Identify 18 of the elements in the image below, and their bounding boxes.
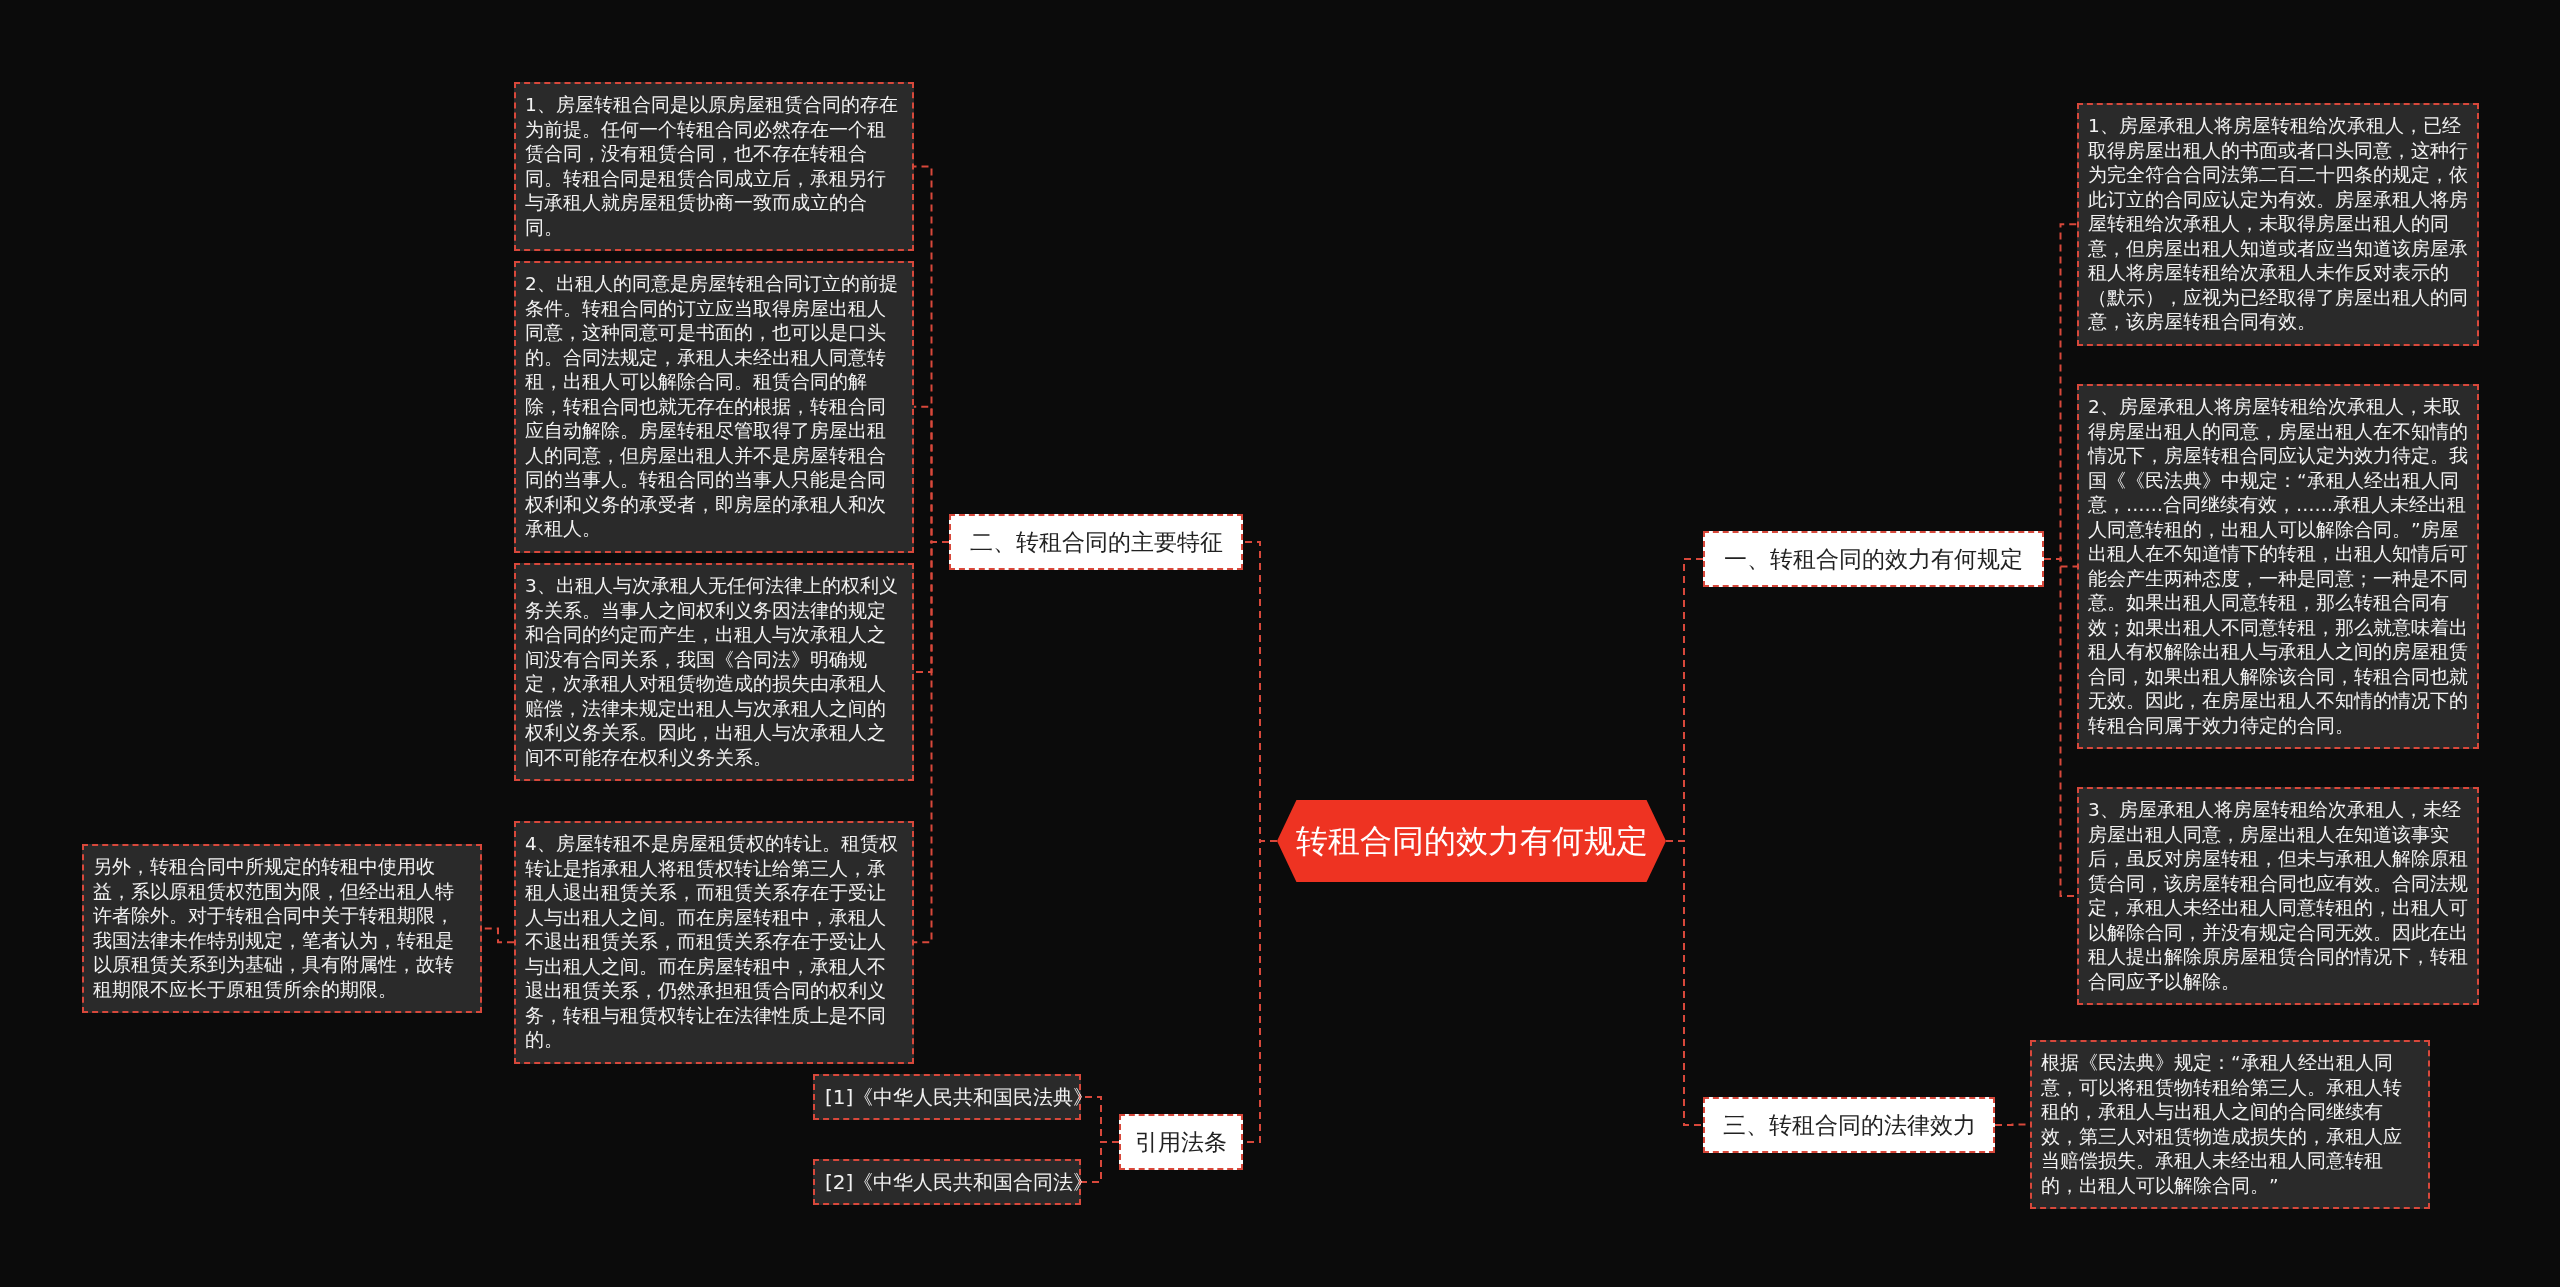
text-card: 2、房屋承租人将房屋转租给次承租人，未取得房屋出租人的同意，房屋出租人在不知情的情况下，房屋转租合同应认定为效力待定。我国《《民法典》中规定：“承租人经出租人同意，……合同继续有效，……承租人未经出租人同意转租的，出租人可以解除合同。”房屋出租人在不知道情下的转租，出租人知情后可能会产生两种态度，一种是同意；一种是不同意。如果出租人同意转租，那么转租合同有效；如果出租人不同意转租，那么就意味着出租人有权解除出租人与承租人之间的房屋租赁合同，如果出租人解除该合同，转租合同也就无效。因此，在房屋出租人不知情的情况下的转租合同属于效力待定的合同。 (2077, 384, 2479, 749)
citation-box: [2]《中华人民共和国合同法》 (813, 1159, 1081, 1205)
text-card: 2、出租人的同意是房屋转租合同订立的前提条件。转租合同的订立应当取得房屋出租人同意，这种同意可是书面的，也可以是口头的。合同法规定，承租人未经出租人同意转租，出租人可以解除合同。租赁合同的解除，转租合同也就无存在的根据，转租合同应自动解除。房屋转租尽管取得了房屋出租人的同意，但房屋出租人并不是房屋转租合同的当事人。转租合同的当事人只能是合同权利和义务的承受者，即房屋的承租人和次承租人。 (514, 261, 914, 553)
text-card: 另外，转租合同中所规定的转租中使用收益，系以原租赁权范围为限，但经出租人特许者除外。对于转租合同中关于转租期限，我国法律未作特别规定，笔者认为，转租是以原租赁关系到为基础，具有附属性，故转租期限不应长于原租赁所余的期限。 (82, 844, 482, 1013)
connector-line (1665, 840, 1704, 1126)
topic-box: 二、转租合同的主要特征 (949, 514, 1243, 570)
text-card: 根据《民法典》规定：“承租人经出租人同意，可以将租赁物转租给第三人。承租人转租的，承租人与出租人之间的合同继续有效，第三人对租赁物造成损失的，承租人应当赔偿损失。承租人未经出租人同意转租的，出租人可以解除合同。” (2030, 1040, 2430, 1209)
text-card: 3、出租人与次承租人无任何法律上的权利义务关系。当事人之间权利义务因法律的规定和合同的约定而产生，出租人与次承租人之间没有合同关系，我国《合同法》明确规定，次承租人对租赁物造成的损失由承租人赔偿，法律未规定出租人与次承租人之间的权利义务关系。因此，出租人与次承租人之间不可能存在权利义务关系。 (514, 563, 914, 781)
central-topic: 转租合同的效力有何规定 (1277, 800, 1666, 882)
text-card: 4、房屋转租不是房屋租赁权的转让。租赁权转让是指承租人将租赁权转让给第三人，承租人退出租赁关系，而租赁关系存在于受让人与出租人之间。而在房屋转租中，承租人不退出租赁关系，而租赁关系存在于受让人与出租人之间。而在房屋转租中，承租人不退出租赁关系，仍然承担租赁合同的权利义务，转租与租赁权转让在法律性质上是不同的。 (514, 821, 914, 1064)
text-card: 1、房屋转租合同是以原房屋租赁合同的存在为前提。任何一个转租合同必然存在一个租赁合同，没有租赁合同，也不存在转租合同。转租合同是租赁合同成立后，承租另行与承租人就房屋租赁协商一致而成立的合同。 (514, 82, 914, 251)
text-card: 1、房屋承租人将房屋转租给次承租人，已经取得房屋出租人的书面或者口头同意，这种行为完全符合合同法第二百二十四条的规定，依此订立的合同应认定为有效。房屋承租人将房屋转租给次承租人，未取得房屋出租人的同意，但房屋出租人知道或者应当知道该房屋承租人将房屋转租给次承租人未作反对表示的（默示），应视为已经取得了房屋出租人的同意，该房屋转租合同有效。 (2077, 103, 2479, 346)
topic-box: 一、转租合同的效力有何规定 (1703, 531, 2044, 587)
topic-box: 引用法条 (1119, 1114, 1243, 1170)
topic-box: 三、转租合同的法律效力 (1703, 1097, 1995, 1153)
connector-line (1080, 1141, 1120, 1183)
text-card: 3、房屋承租人将房屋转租给次承租人，未经房屋出租人同意，房屋出租人在知道该事实后，虽反对房屋转租，但未与承租人解除原租赁合同，该房屋转租合同也应有效。合同法规定，承租人未经出租人同意转租的，出租人可以解除合同，并没有规定合同无效。因此在出租人提出解除原房屋租赁合同的情况下，转租合同应予以解除。 (2077, 787, 2479, 1005)
citation-box: [1]《中华人民共和国民法典》 (813, 1074, 1081, 1120)
